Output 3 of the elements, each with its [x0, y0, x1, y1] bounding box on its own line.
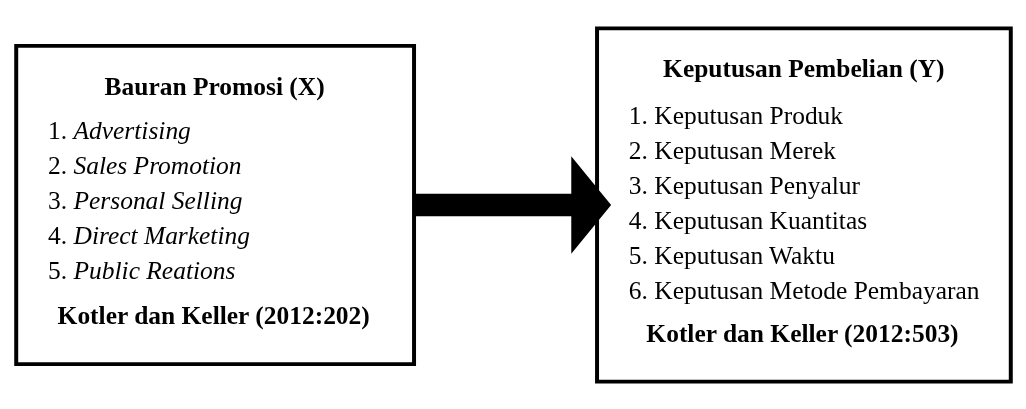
arrow: [413, 155, 611, 254]
node-box: Bauran Promosi (X) 1. Advertising 2. Sales Promotion 3. Personal Selling 4. Direct Marketing 5. Public Reations Kotler dan Keller (2012:202): [13, 43, 416, 366]
node-box: Keputusan Pembelian (Y) 1. Keputusan Produk 2. Keputusan Merek 3. Keputusan Penyalur 4. Keputusan Kuantitas 5. Keputusan Waktu 6. Keputusan Metode Pembayaran Kotler dan Keller (2012:503): [594, 25, 1013, 384]
